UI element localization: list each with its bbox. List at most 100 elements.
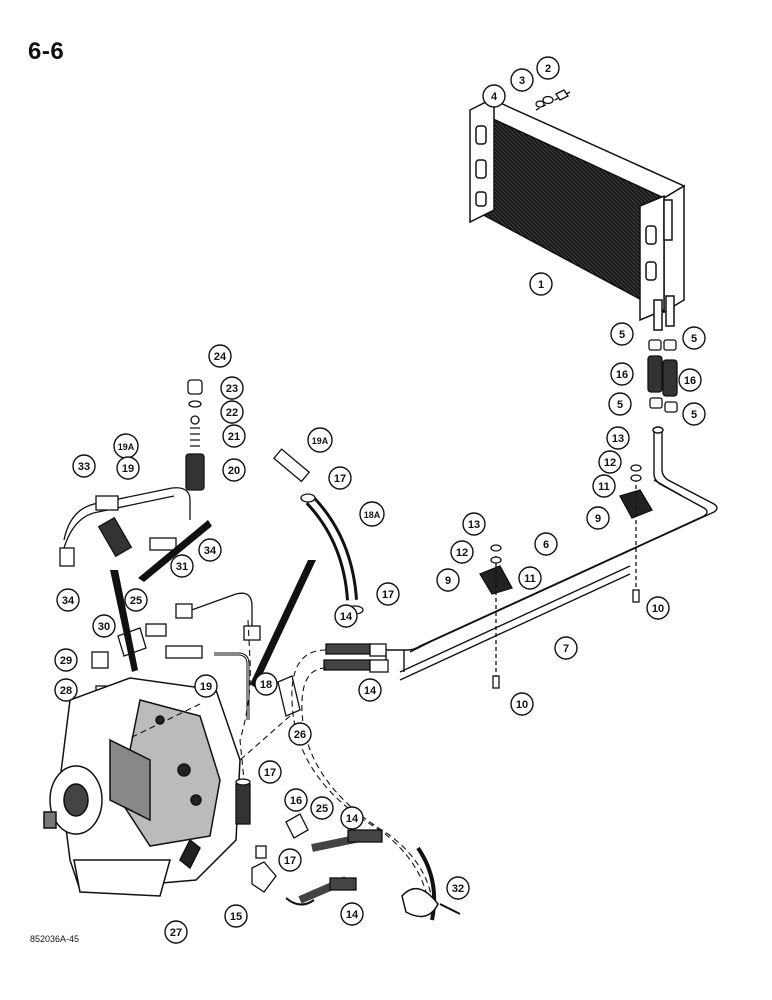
oil-cooler [469,96,686,331]
callout-circle [310,796,334,820]
callout-circle [220,400,244,424]
callout-circle [610,362,634,386]
callout-circle [586,506,610,530]
callout-label: 27 [170,927,182,939]
callout-label: 34 [204,545,217,557]
callout-circle [678,368,702,392]
callout-circle [328,466,352,490]
callout-label: 25 [316,803,328,815]
callout-circle [54,678,78,702]
callout-19: 19 [194,674,218,698]
callout-circle [224,904,248,928]
hose-assemblies-upper [323,643,389,673]
callout-circle [278,848,302,872]
callout-34: 34 [56,588,80,612]
callout-13: 13 [462,512,486,536]
callout-14: 14 [334,604,358,628]
callout-label: 11 [598,481,610,493]
callout-label: 13 [612,433,624,445]
callout-label: 2 [545,63,551,75]
callout-label: 10 [652,603,664,615]
callout-14: 14 [340,902,364,926]
callout-label: 3 [519,75,525,87]
callout-circle [220,376,244,400]
callout-label: 25 [130,595,142,607]
routing-lines [129,619,433,901]
callout-circle [462,512,486,536]
callout-12: 12 [450,540,474,564]
callout-label: 24 [214,351,227,363]
callout-label: 19A [312,436,329,446]
left-tube-assembly [59,487,191,567]
callout-29: 29 [54,648,78,672]
callout-label: 26 [294,729,306,741]
callout-16: 16 [610,362,634,386]
page-number: 6-6 [28,38,65,65]
callout-17: 17 [328,466,352,490]
callout-label: 12 [604,457,616,469]
callout-20: 20 [222,458,246,482]
callout-circle [592,474,616,498]
callout-22: 22 [220,400,244,424]
callout-label: 22 [226,407,238,419]
callout-31: 31 [170,554,194,578]
callout-12: 12 [598,450,622,474]
callout-circle [340,902,364,926]
callout-circle [222,458,246,482]
callout-label: 20 [228,465,240,477]
callout-label: 21 [228,431,240,443]
callout-circle [608,392,632,416]
callout-label: 32 [452,883,464,895]
callout-label: 14 [340,611,353,623]
tube-clamps [479,464,653,689]
callout-19A: 19A [307,427,333,453]
callout-label: 11 [524,573,536,585]
callout-label: 17 [284,855,296,867]
callout-label: 30 [98,621,110,633]
callout-circle [334,604,358,628]
callout-circle [208,344,232,368]
callout-17: 17 [258,760,282,784]
callout-label: 5 [617,399,623,411]
callout-label: 19A [118,442,135,452]
callout-label: 16 [616,369,628,381]
callout-circle [510,692,534,716]
callout-28: 28 [54,678,78,702]
callout-label: 13 [468,519,480,531]
callout-label: 16 [684,375,696,387]
callout-32: 32 [446,876,470,900]
callout-1: 1 [529,272,553,296]
callout-circle [198,538,222,562]
callout-circle [510,68,534,92]
callout-circle [194,674,218,698]
cooler-hose-fittings [647,339,678,413]
callout-label: 10 [516,699,528,711]
callout-label: 15 [230,911,242,923]
callout-label: 5 [691,333,697,345]
callout-18: 18 [254,672,278,696]
callout-circle [258,760,282,784]
bolt-washer-stack [535,89,571,111]
callout-10: 10 [646,596,670,620]
callout-2: 2 [536,56,560,80]
transmission [43,677,241,897]
callout-label: 33 [78,461,90,473]
callout-27: 27 [164,920,188,944]
callout-label: 9 [445,575,451,587]
callout-label: 18 [260,679,272,691]
callout-17: 17 [376,582,400,606]
callout-circle [610,322,634,346]
callout-circle [446,876,470,900]
callout-circle [682,326,706,350]
callout-6: 6 [534,532,558,556]
wire-strap-32 [401,846,461,921]
callout-circle [646,596,670,620]
callout-label: 34 [62,595,75,607]
callout-4: 4 [482,84,506,108]
callout-label: 17 [382,589,394,601]
callout-11: 11 [518,566,542,590]
callout-circle [450,540,474,564]
callout-circle [436,568,460,592]
